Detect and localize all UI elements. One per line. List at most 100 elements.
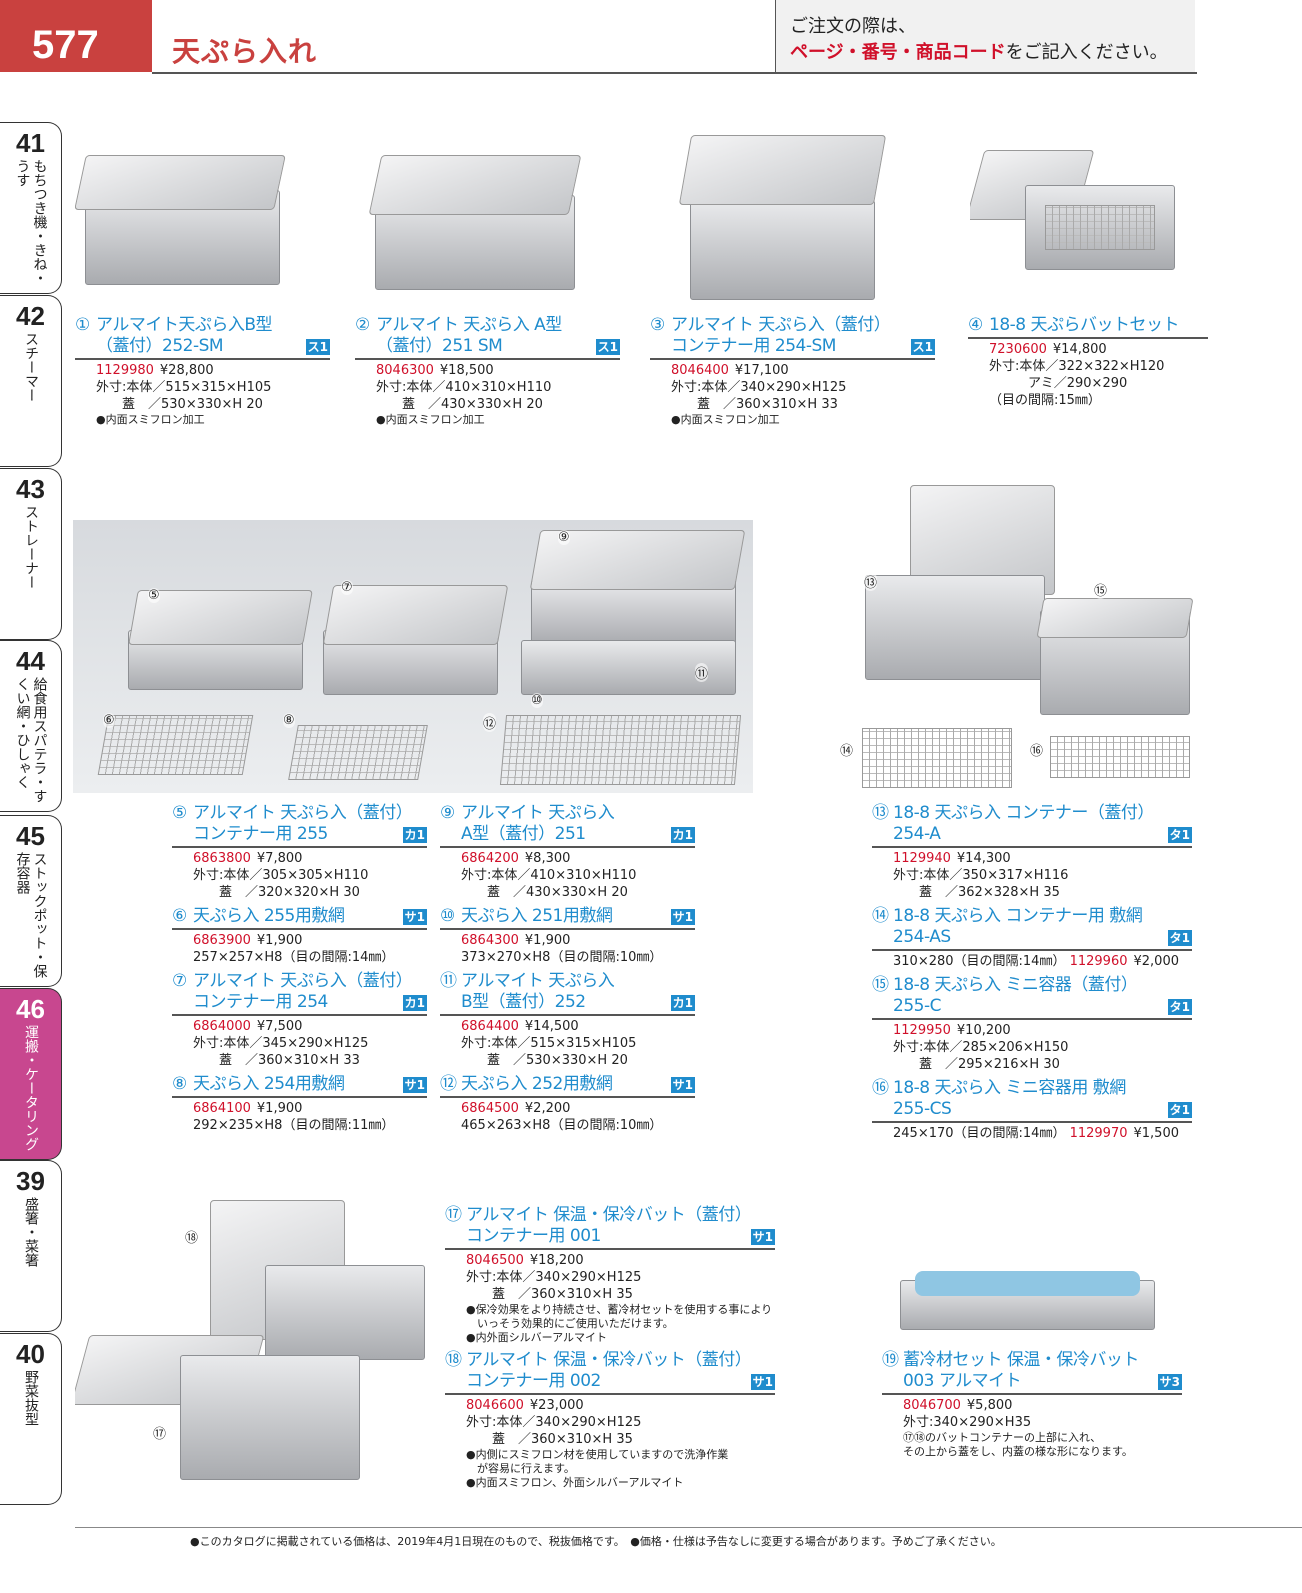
supplier-badge: サ1 [750,1229,775,1245]
tab-label: 運搬・ケータリング [23,1025,39,1151]
product-note: ●保冷効果をより持続させ、蓄冷材セットを使用する事により [466,1303,773,1316]
product-spec: 外寸:本体／305×305×H110 [193,868,369,883]
supplier-badge: カ1 [402,827,427,843]
product-title-line: 003 アルマイト [903,1371,1022,1391]
product-title-line: 天ぷら入 254用敷網 [193,1074,345,1094]
product-code: 6864300 [461,933,519,948]
product-code: 8046500 [466,1253,524,1268]
product-price: ¥14,300 [956,851,1011,866]
photo-label: ⑥ [103,713,115,728]
product-spec: 465×263×H8（目の間隔:10㎜） [461,1118,663,1133]
product-spec: 外寸:本体／322×322×H120 [989,359,1165,374]
product-photo-2 [365,135,590,305]
product-note: いっそう効果的にご使用いただけます。 [466,1317,674,1330]
product-spec: 外寸:本体／340×290×H125 [466,1415,642,1430]
product-spec: （目の間隔:15㎜） [989,393,1101,408]
item-number: ④ [968,315,983,335]
product-title-line: アルマイト 天ぷら入 [461,971,615,991]
product-spec: 292×235×H8（目の間隔:11㎜） [193,1118,395,1133]
product-spec: 蓋 ／360×310×H 33 [671,397,838,412]
photo-label: ⑮ [1094,580,1108,599]
supplier-badge: サ1 [670,909,695,925]
product-spec: 蓋 ／360×310×H 35 [466,1287,633,1302]
product-title-line: 天ぷら入 255用敷網 [193,906,345,926]
product-spec: 外寸:本体／410×310×H110 [376,380,552,395]
product-title-line: 天ぷら入 252用敷網 [461,1074,613,1094]
product-title-line: コンテナー用 001 [466,1226,601,1246]
tab-number: 45 [16,821,45,851]
photo-label: ⑤ [148,588,160,603]
product-spec: 蓋 ／362×328×H 35 [893,885,1060,900]
notice-line1: ご注文の際は、 [790,16,916,37]
supplier-badge: サ1 [670,1077,695,1093]
product-spec: 外寸:本体／410×310×H110 [461,868,637,883]
product-note: ●内面スミフロン加工 [96,413,205,426]
product-title-line: 18-8 天ぷら入 ミニ容器用 敷網 [893,1078,1126,1098]
product-spec: 蓋 ／295×216×H 30 [893,1057,1060,1072]
item-number: ⑬ [872,803,889,823]
product-title-line: 255-C [893,996,941,1016]
product-code: 6864100 [193,1101,251,1116]
item-number: ⑭ [872,906,889,926]
item-number: ⑮ [872,975,889,995]
product-spec: 外寸:本体／350×317×H116 [893,868,1069,883]
product-photo-3 [675,125,890,305]
footer-note: ●このカタログに掲載されている価格は、2019年4月1日現在のもので、税抜価格で… [190,1535,1002,1548]
item-number: ⑯ [872,1078,889,1098]
photo-label: ⑧ [283,713,295,728]
product-spec: アミ／290×290 [989,376,1128,391]
item-number: ⑧ [172,1074,187,1094]
product-note: ●内面スミフロン加工 [376,413,485,426]
product-title-line: アルマイト 保温・保冷バット（蓋付） [466,1350,752,1370]
product-spec: 外寸:本体／345×290×H125 [193,1036,369,1051]
product-price: ¥17,100 [734,363,789,378]
product-title-line: 天ぷら入 251用敷網 [461,906,613,926]
tab-number: 46 [16,994,45,1024]
photo-label: ⑭ [840,740,854,759]
product-spec: 蓋 ／530×330×H 20 [96,397,263,412]
product-spec: 蓋 ／360×310×H 35 [466,1432,633,1447]
page-number: 577 [0,0,152,72]
photo-label: ⑨ [558,530,570,545]
supplier-badge: カ1 [670,827,695,843]
item-number: ⑲ [882,1350,899,1370]
product-price: ¥28,800 [159,363,214,378]
supplier-badge: ス1 [910,339,935,355]
product-price: ¥7,500 [256,1019,303,1034]
tab-label: ストレーナー [23,505,39,589]
product-title-line: コンテナー用 002 [466,1371,601,1391]
product-note: ●内側にスミフロン材を使用していますので洗浄作業 [466,1448,729,1461]
photo-label: ⑬ [864,572,878,591]
item-number: ⑦ [172,971,187,991]
product-title-line: 蓄冷材セット 保温・保冷バット [903,1350,1139,1370]
product-price: ¥18,200 [529,1253,584,1268]
product-spec: 外寸:本体／515×315×H105 [461,1036,637,1051]
